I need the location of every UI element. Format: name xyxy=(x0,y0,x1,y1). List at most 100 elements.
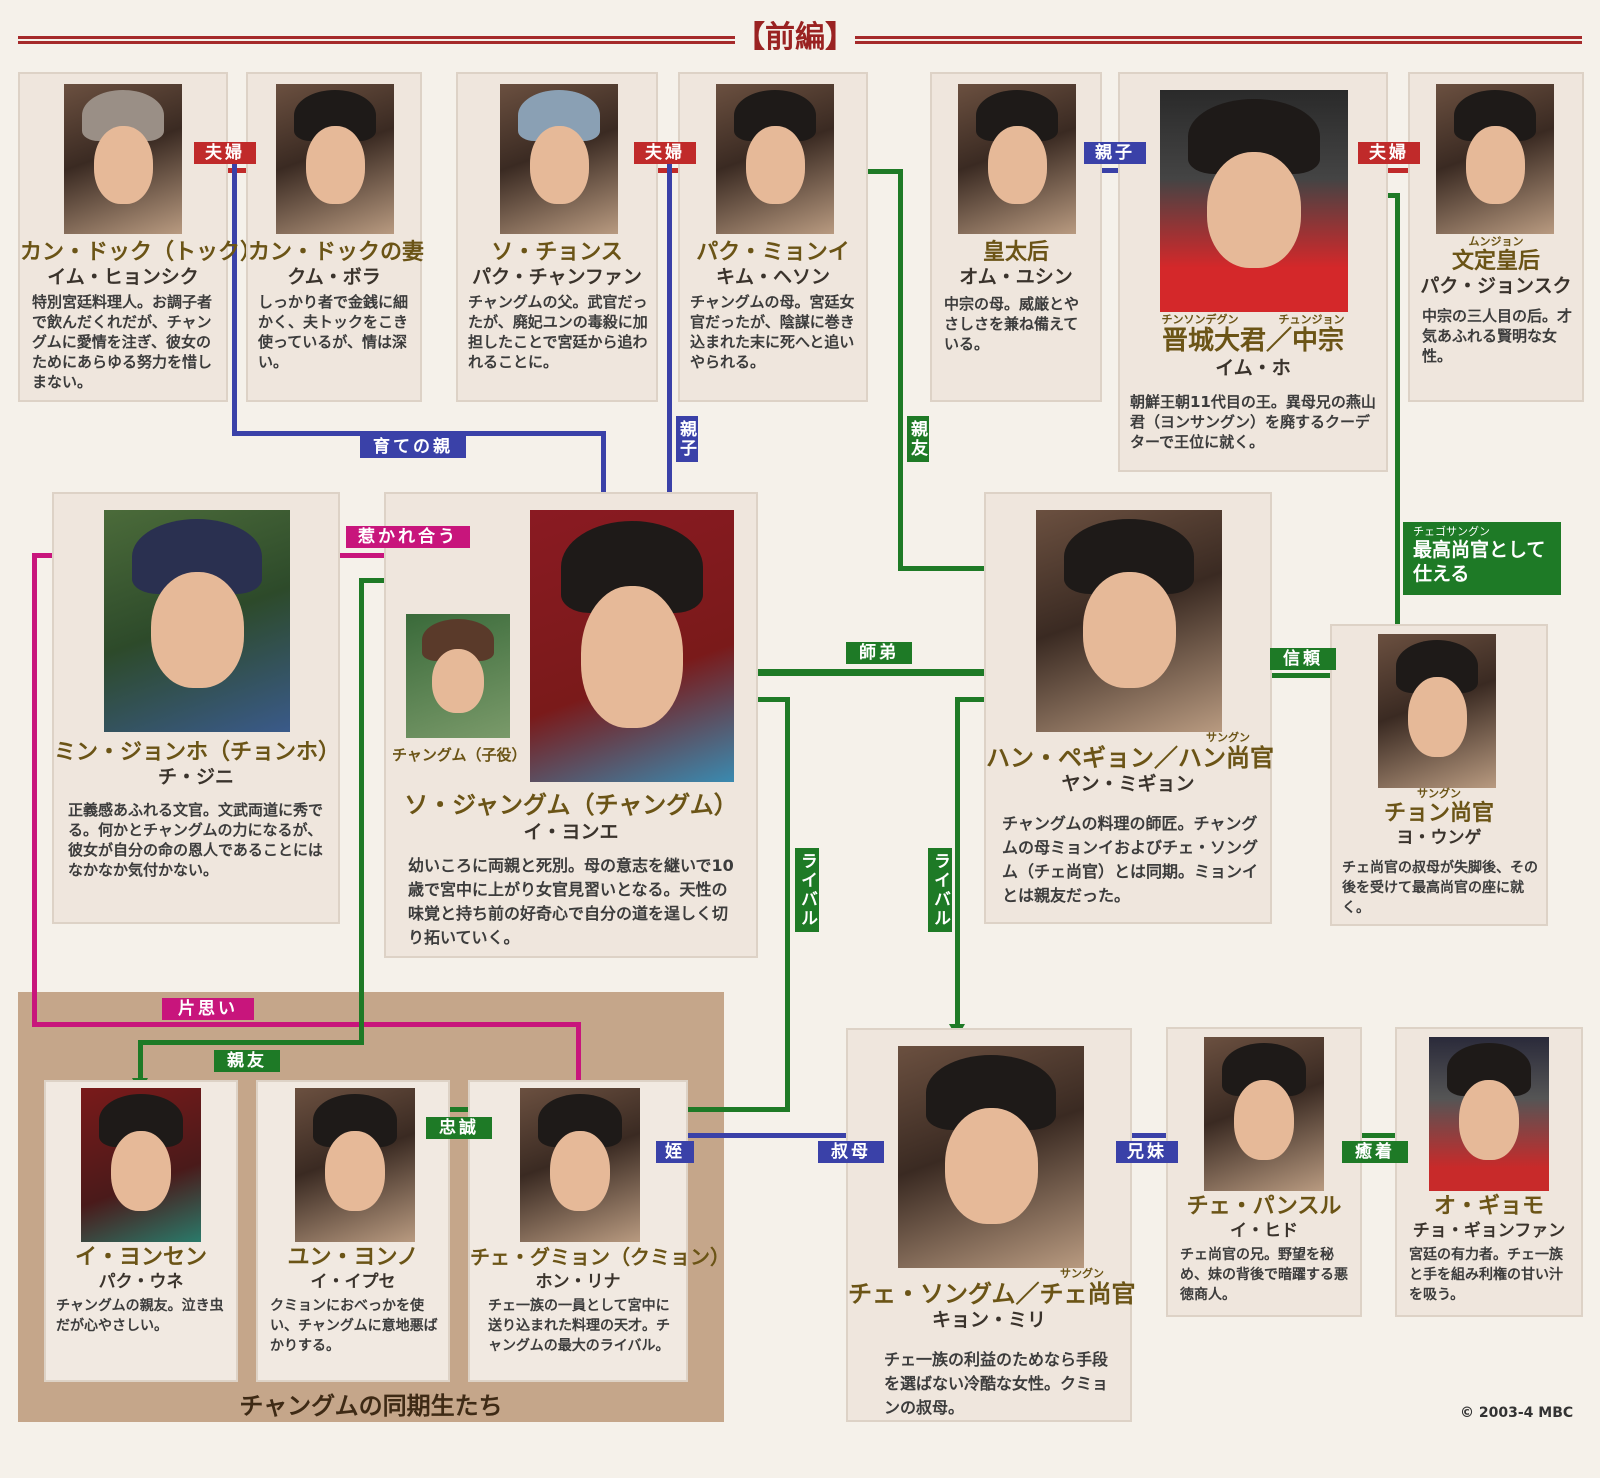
role-name: 皇太后 xyxy=(982,239,1049,265)
portrait-image xyxy=(81,1088,201,1242)
portrait-image xyxy=(64,84,182,234)
child-role-label: チャングム（子役） xyxy=(392,746,527,764)
role-name: カン・ドックの妻 xyxy=(248,239,425,265)
portrait-image xyxy=(716,84,834,234)
character-description: 朝鮮王朝11代目の王。異母兄の燕山君（ヨンサングン）を廃するクーデターで王位に就… xyxy=(1130,393,1376,451)
one-sided-line xyxy=(32,553,37,1027)
character-description: チャングムの父。武官だったが、廃妃ユンの毒殺に加担したことで宮廷から追われること… xyxy=(468,293,648,371)
copyright-text: © 2003-4 MBC xyxy=(1460,1405,1574,1421)
ruby-text: チュンジョン xyxy=(1278,313,1345,326)
relation-tag-couple: 夫婦 xyxy=(194,142,256,164)
character-description: チェ尚官の叔母が失脚後、その後を受けて最高尚官の座に就く。 xyxy=(1342,860,1538,916)
relation-tag-attracted: 惹かれ合う xyxy=(346,526,470,548)
actor-name: チ・ジニ xyxy=(157,766,234,788)
relation-tag-mentor: 師弟 xyxy=(846,642,912,664)
role-name: チェ・ソングム／チェ尚官 xyxy=(848,1279,1136,1308)
character-description: 幼いころに両親と死別。母の意志を継いで10歳で宮中に上がり女官見習いとなる。天性… xyxy=(408,856,734,947)
character-card[interactable]: ユン・ヨンノイ・イプセ クミョンにおべっかを使い、チャングムに意地悪ばかりする。 xyxy=(256,1080,450,1382)
character-card[interactable]: チャングム（子役） ソ・ジャングム（チャングム）イ・ヨンエ 幼いころに両親と死別… xyxy=(384,492,758,958)
mentor-line xyxy=(732,669,1037,676)
character-card[interactable]: パク・ミョンイキム・ヘソン チャングムの母。宮廷女官だったが、陰謀に巻き込まれた… xyxy=(678,72,868,402)
role-name: ソ・チョンス xyxy=(491,239,623,265)
portrait-image xyxy=(898,1046,1084,1268)
character-card[interactable]: サングン チョン尚官 ヨ・ウンゲ チェ尚官の叔母が失脚後、その後を受けて最高尚官… xyxy=(1330,624,1548,926)
actor-name: イ・イプセ xyxy=(310,1272,396,1292)
character-card[interactable]: オ・ギョモチョ・ギョンファン 宮廷の有力者。チェ一族と手を組み利権の甘い汁を吸う… xyxy=(1395,1027,1583,1317)
trust-line xyxy=(1240,673,1380,678)
portrait-image xyxy=(1436,84,1554,234)
parent-child-line xyxy=(667,160,672,510)
actor-name: ヨ・ウンゲ xyxy=(1396,828,1482,848)
relation-tag-best-friend: 親友 xyxy=(214,1050,280,1072)
relation-tag-rival: ライバル xyxy=(928,848,952,932)
relation-tag-one-sided-love: 片思い xyxy=(162,998,254,1020)
character-card[interactable]: イ・ヨンセンパク・ウネ チャングムの親友。泣き虫だが心やさしい。 xyxy=(44,1080,238,1382)
actor-name: キョン・ミリ xyxy=(931,1309,1046,1331)
actor-name: イム・ホ xyxy=(1215,357,1291,379)
actor-name: ヤン・ミギョン xyxy=(1061,773,1195,795)
character-card[interactable]: チェ・パンスルイ・ヒド チェ尚官の兄。野望を秘め、妹の背後で暗躍する悪徳商人。 xyxy=(1166,1027,1362,1317)
one-sided-line xyxy=(32,1022,581,1027)
ruby-text: チンソンデグン xyxy=(1161,313,1239,326)
rival-line xyxy=(785,697,790,1112)
character-card[interactable]: カン・ドック（トック）イム・ヒョンシク 特別宮廷料理人。お調子者で飲んだくれだが… xyxy=(18,72,262,402)
ruby-text: サングン xyxy=(1060,1267,1104,1280)
character-description: クミョンにおべっかを使い、チャングムに意地悪ばかりする。 xyxy=(270,1298,438,1354)
loyalty-line xyxy=(412,1107,502,1112)
role-name: オ・ギョモ xyxy=(1433,1193,1544,1219)
character-card[interactable]: ミン・ジョンホ（チョンホ）チ・ジニ 正義感あふれる文官。文武両道に秀でる。何かと… xyxy=(52,492,340,924)
character-description: チャングムの料理の師匠。チャングムの母ミョンイおよびチェ・ソングム（チェ尚官）と… xyxy=(1002,814,1259,905)
actor-name: イ・ヨンエ xyxy=(523,821,619,843)
character-card[interactable]: ソ・チョンスパク・チャンファン チャングムの父。武官だったが、廃妃ユンの毒殺に加… xyxy=(456,72,658,402)
serve-label: 最高尚官として仕える xyxy=(1413,539,1546,585)
actor-name: オム・ユシン xyxy=(959,266,1073,288)
role-name: 文定皇后 xyxy=(1451,248,1540,274)
child-portrait-image xyxy=(406,614,510,738)
friend-line xyxy=(898,169,903,571)
friend-line xyxy=(138,1040,364,1045)
siblings-line xyxy=(1080,1133,1205,1138)
rival-line xyxy=(745,697,790,702)
portrait-image xyxy=(1204,1037,1324,1191)
section-title: 【前編】 xyxy=(735,18,855,58)
portrait-image xyxy=(276,84,394,234)
niece-aunt-line xyxy=(640,1133,900,1138)
actor-name: クム・ボラ xyxy=(287,266,381,288)
character-description: 中宗の母。威厳とやさしさを兼ね備えている。 xyxy=(944,295,1080,353)
portrait-image xyxy=(295,1088,415,1242)
portrait-image xyxy=(1160,90,1348,312)
serve-line xyxy=(1395,193,1400,635)
role-name: チェ・グミョン（クミョン） xyxy=(470,1245,730,1269)
character-description: チェ一族の利益のためなら手段を選ばない冷酷な女性。クミョンの叔母。 xyxy=(884,1350,1109,1417)
role-name: 晋城大君／中宗 xyxy=(1161,326,1344,356)
role-name: パク・ミョンイ xyxy=(696,239,850,265)
character-card[interactable]: チンソンデグン チュンジョン 晋城大君／中宗 イム・ホ 朝鮮王朝11代目の王。異母… xyxy=(1118,72,1388,472)
ruby-text: サングン xyxy=(1417,787,1461,800)
portrait-image xyxy=(958,84,1076,234)
relation-tag-serve: チェゴサングン 最高尚官として仕える xyxy=(1403,522,1561,595)
portrait-image xyxy=(1378,634,1496,788)
character-description: チェ一族の一員として宮中に送り込まれた料理の天才。チャングムの最大のライバル。 xyxy=(488,1298,670,1354)
character-card[interactable]: 皇太后オム・ユシン 中宗の母。威厳とやさしさを兼ね備えている。 xyxy=(930,72,1102,402)
portrait-image xyxy=(104,510,290,732)
actor-name: パク・ジョンスク xyxy=(1420,275,1572,297)
character-card[interactable]: カン・ドックの妻クム・ボラ しっかり者で金銭に細かく、夫トックをこき使っているが… xyxy=(246,72,425,402)
ruby-text: サングン xyxy=(1206,731,1250,744)
character-description: 特別宮廷料理人。お調子者で飲んだくれだが、チャングムに愛情を注ぎ、彼女のためにあ… xyxy=(32,293,213,391)
role-name: イ・ヨンセン xyxy=(74,1244,207,1270)
ruby-text: ムンジョン xyxy=(1468,235,1524,248)
foster-line xyxy=(601,431,606,511)
character-card[interactable]: ムンジョン 文定皇后 パク・ジョンスク 中宗の三人目の后。才気あふれる賢明な女性… xyxy=(1408,72,1584,402)
character-card[interactable]: チェ・グミョン（クミョン）ホン・リナ チェ一族の一員として宮中に送り込まれた料理… xyxy=(468,1080,730,1382)
character-description: チャングムの親友。泣き虫だが心やさしい。 xyxy=(56,1298,224,1334)
character-card[interactable]: サングン チェ・ソングム／チェ尚官 キョン・ミリ チェ一族の利益のためなら手段を… xyxy=(846,1028,1136,1422)
couple-line xyxy=(1345,168,1435,173)
foster-line xyxy=(232,160,237,435)
role-name: ハン・ペギョン／ハン尚官 xyxy=(986,743,1274,772)
role-name: ソ・ジャングム（チャングム） xyxy=(404,790,738,819)
character-description: チェ尚官の兄。野望を秘め、妹の背後で暗躍する悪徳商人。 xyxy=(1180,1247,1348,1303)
rival-line xyxy=(955,697,960,1027)
one-sided-line xyxy=(576,1022,581,1088)
character-card[interactable]: サングン ハン・ペギョン／ハン尚官 ヤン・ミギョン チャングムの料理の師匠。チャ… xyxy=(984,492,1274,924)
relation-tag-siblings: 兄妹 xyxy=(1116,1141,1178,1163)
